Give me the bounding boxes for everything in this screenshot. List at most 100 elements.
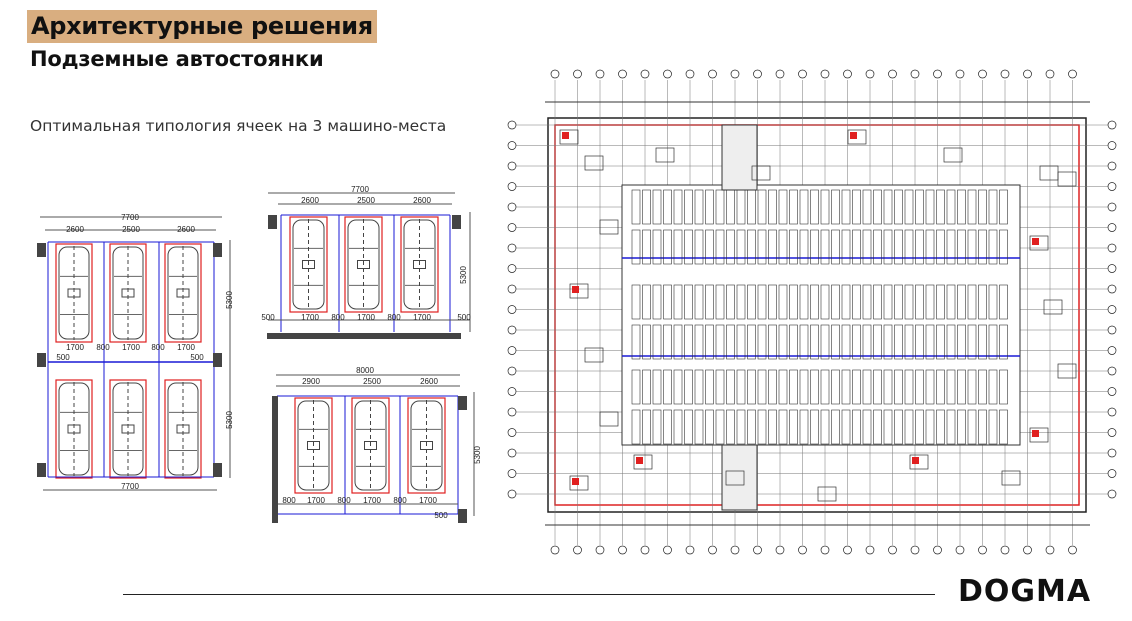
parking-stall (988, 229, 998, 265)
diagram-side-wall-row: 8000 2900 2500 2600 800 1700 800 1700 80… (272, 366, 482, 523)
parking-stall (831, 284, 840, 320)
dim-inner: 500 (261, 313, 275, 322)
parking-stall (663, 189, 672, 225)
space-outline (164, 243, 202, 343)
technical-room (943, 147, 963, 163)
parking-stall (705, 369, 714, 405)
parking-stall (757, 284, 767, 320)
axis-marker (955, 69, 965, 79)
parking-stall (894, 229, 903, 265)
parking-space (289, 216, 328, 313)
parking-stall (715, 324, 725, 360)
parking-stall (747, 324, 756, 360)
axis-marker (1107, 387, 1117, 396)
axis-marker (1107, 202, 1117, 212)
parking-stall (673, 369, 683, 405)
dim-span: 2900 (302, 377, 320, 386)
dim-inner: 1700 (122, 343, 140, 352)
technical-room (633, 454, 653, 470)
axis-marker (1107, 346, 1117, 355)
parking-stall (747, 229, 756, 265)
axis-marker (507, 243, 517, 253)
parking-stall (768, 189, 777, 225)
dim-depth: 5300 (225, 291, 234, 309)
dim-total-top: 7700 (121, 213, 139, 222)
red-marker (562, 132, 569, 139)
parking-stall (852, 229, 861, 265)
space-outline (351, 397, 390, 494)
parking-stall (789, 324, 798, 360)
dim-depth: 5300 (459, 266, 468, 284)
axis-marker (663, 545, 672, 555)
parking-stall (726, 369, 735, 405)
axis-marker (1107, 448, 1117, 458)
axis-marker (1000, 69, 1010, 79)
parking-stall (747, 409, 756, 445)
axis-marker (507, 428, 517, 437)
axis-marker (955, 545, 965, 555)
parking-stall (757, 409, 767, 445)
parking-stall (841, 369, 851, 405)
parking-stall (999, 189, 1008, 225)
parking-stall (904, 229, 914, 265)
axis-marker (888, 545, 897, 555)
parking-stall (726, 284, 735, 320)
parking-stall (957, 409, 966, 445)
parking-stall (862, 229, 872, 265)
parking-stall (978, 409, 987, 445)
parking-stall (799, 369, 809, 405)
axis-marker (730, 69, 740, 79)
parking-stall (715, 409, 725, 445)
axis-marker (1107, 161, 1117, 171)
parking-stall (684, 284, 693, 320)
parking-stall (883, 189, 893, 225)
dim-inner: 1700 (357, 313, 375, 322)
parking-stall (999, 229, 1008, 265)
parking-stall (936, 324, 945, 360)
parking-stall (789, 229, 798, 265)
dim-margin: 500 (434, 511, 448, 520)
parking-stall (778, 369, 788, 405)
parking-stall (820, 284, 830, 320)
parking-stall (757, 229, 767, 265)
parking-stall (915, 369, 924, 405)
dim-span: 2600 (66, 225, 84, 234)
parking-stall (705, 189, 714, 225)
axis-marker (507, 264, 517, 273)
dim-inner: 1700 (301, 313, 319, 322)
parking-stall (789, 284, 798, 320)
parking-stall (831, 189, 840, 225)
parking-stall (705, 284, 714, 320)
parking-stall (894, 369, 903, 405)
dim-span: 2600 (413, 196, 431, 205)
parking-stall (967, 369, 977, 405)
parking-stall (799, 189, 809, 225)
technical-room (584, 347, 604, 363)
parking-stall (936, 189, 945, 225)
axis-marker (507, 223, 517, 232)
parking-stall (852, 324, 861, 360)
axis-marker (865, 69, 875, 79)
parking-stall (810, 284, 819, 320)
axis-marker (507, 489, 517, 499)
parking-space (109, 243, 147, 343)
technical-room (1029, 427, 1049, 443)
parking-stall (999, 369, 1008, 405)
dim-inner: 1700 (66, 343, 84, 352)
parking-stall (999, 324, 1008, 360)
dim-total-bottom: 7700 (121, 482, 139, 491)
parking-stall (936, 284, 945, 320)
axis-marker (507, 469, 517, 478)
dim-span: 2500 (363, 377, 381, 386)
dim-inner: 1700 (419, 496, 437, 505)
dim-span: 2600 (301, 196, 319, 205)
parking-stall (936, 369, 945, 405)
dim-margin: 500 (190, 353, 204, 362)
parking-stall (946, 369, 956, 405)
technical-room (725, 470, 745, 486)
axis-marker (507, 305, 517, 314)
parking-stall (736, 369, 746, 405)
parking-stall (631, 284, 641, 320)
parking-stall (936, 409, 945, 445)
parking-stall (694, 369, 704, 405)
